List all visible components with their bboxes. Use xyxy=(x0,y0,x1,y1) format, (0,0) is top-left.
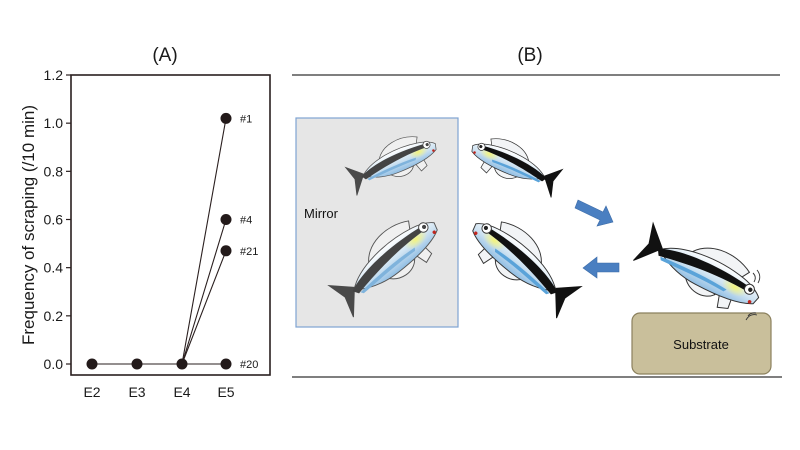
fish-scraping-substrate xyxy=(631,215,771,323)
plot-frame xyxy=(70,74,271,376)
x-tick-label: E3 xyxy=(128,384,145,400)
series-points xyxy=(86,112,232,370)
y-tick-label: 0.0 xyxy=(44,356,64,372)
x-tick-label: E5 xyxy=(217,384,234,400)
y-tick-label: 0.4 xyxy=(44,260,64,276)
data-point xyxy=(220,214,232,225)
data-point xyxy=(220,112,232,124)
series-lines xyxy=(92,118,227,365)
y-axis-title: Frequency of scraping (/10 min) xyxy=(19,105,38,345)
y-tick-label: 1.0 xyxy=(44,115,64,131)
panel-a: (A) Frequency of scraping (/10 min) 0.00… xyxy=(19,45,271,400)
data-point xyxy=(176,358,188,370)
fish-facing-mirror-top xyxy=(464,128,566,200)
panel-b-label: (B) xyxy=(517,45,542,66)
y-tick-label: 0.8 xyxy=(44,163,64,179)
mirror-label: Mirror xyxy=(304,206,339,221)
data-point xyxy=(86,358,98,370)
panel-a-label: (A) xyxy=(152,45,177,66)
arrow-to-mirror-icon xyxy=(582,256,620,279)
y-tick-label: 0.6 xyxy=(44,212,64,228)
series-label: #1 xyxy=(240,113,252,125)
x-axis: E2 E3 E4 E5 xyxy=(83,384,234,400)
series-label: #4 xyxy=(240,215,252,227)
substrate-box xyxy=(631,312,772,375)
series-labels: #1 #4 #21 #20 xyxy=(240,113,258,371)
series-line-4 xyxy=(92,219,227,365)
y-axis: 0.0 0.2 0.4 0.6 0.8 1.0 1.2 xyxy=(44,67,71,372)
data-point xyxy=(220,245,232,257)
arrow-to-substrate-icon xyxy=(574,199,614,227)
y-tick-label: 1.2 xyxy=(44,67,64,83)
substrate-label: Substrate xyxy=(673,337,729,352)
fish-facing-mirror-bottom xyxy=(459,204,587,321)
series-label: #20 xyxy=(240,359,258,371)
series-line-1 xyxy=(92,118,227,365)
y-tick-label: 0.2 xyxy=(44,308,64,324)
panel-b: (B) Mirror Substrate xyxy=(292,45,782,378)
series-label: #21 xyxy=(240,246,258,258)
x-tick-label: E2 xyxy=(83,384,100,400)
series-line-21 xyxy=(92,250,227,365)
data-point xyxy=(220,358,232,370)
data-point xyxy=(131,358,143,370)
x-tick-label: E4 xyxy=(173,384,190,400)
